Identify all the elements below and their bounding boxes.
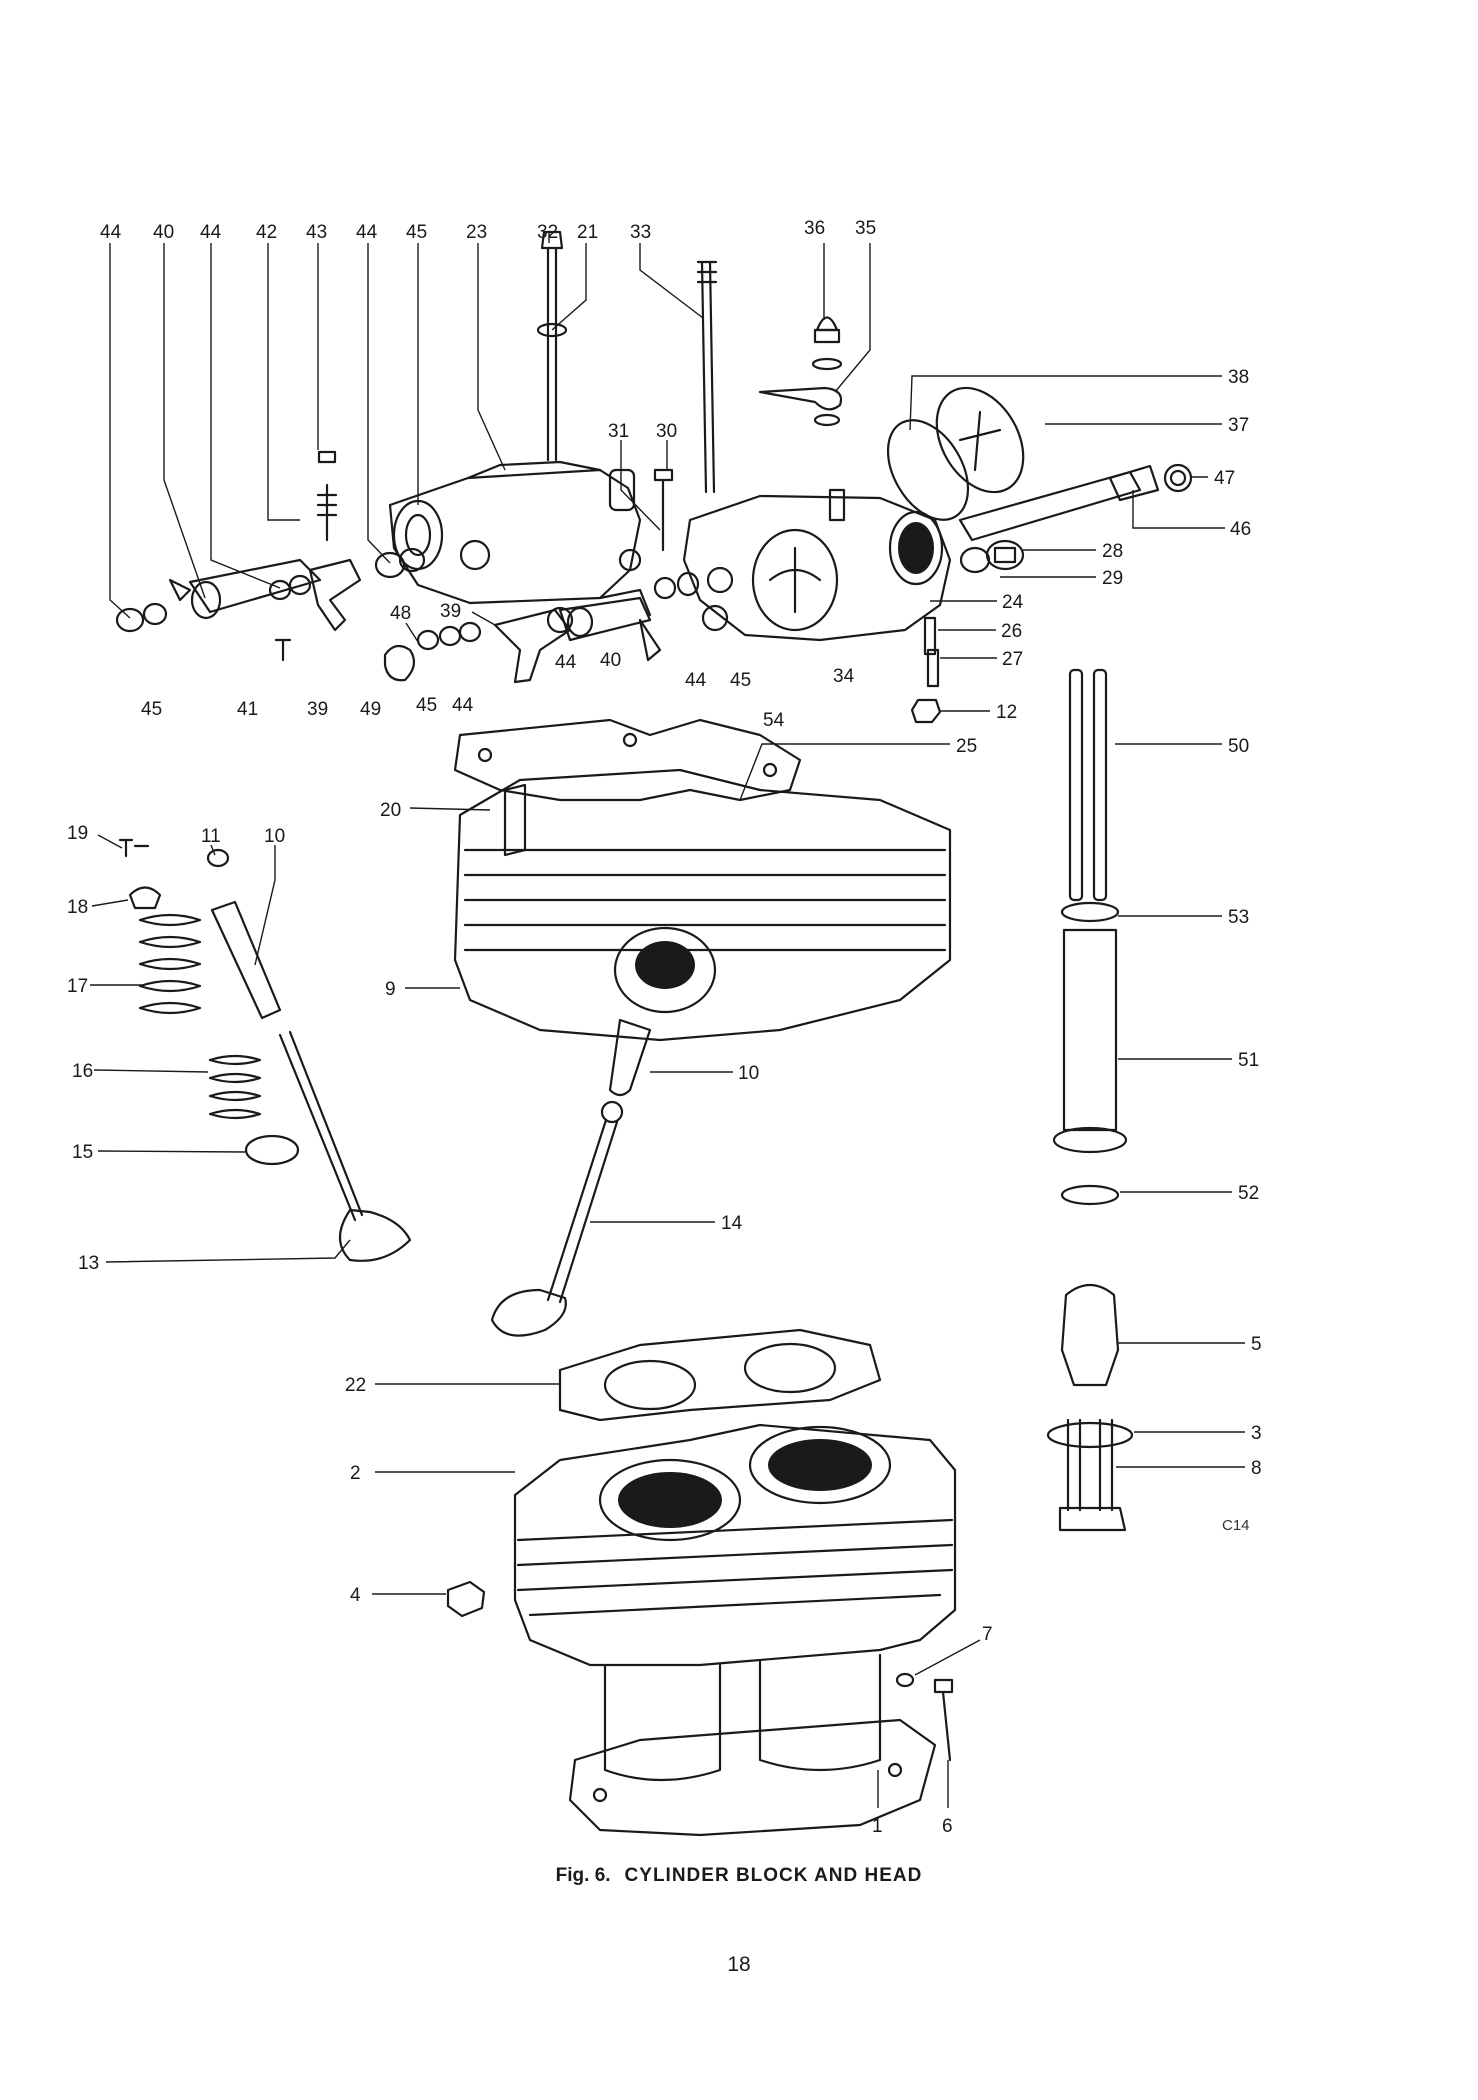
- callout-10: 10: [264, 826, 285, 847]
- valve-springs: [118, 838, 300, 1166]
- callout-46: 46: [1230, 519, 1251, 540]
- callout-28: 28: [1102, 541, 1123, 562]
- cylinder-block-2: [513, 1423, 957, 1837]
- callout-7: 7: [982, 1624, 993, 1645]
- callout-43: 43: [306, 222, 327, 243]
- callout-54: 54: [763, 710, 785, 731]
- callout-45: 45: [730, 670, 751, 691]
- callout-27: 27: [1002, 649, 1023, 670]
- callout-32: 32: [537, 222, 558, 243]
- callout-38: 38: [1228, 367, 1249, 388]
- callout-44: 44: [200, 222, 222, 243]
- callout-53: 53: [1228, 907, 1249, 928]
- cap-nut-36: [758, 316, 843, 427]
- callout-24: 24: [1002, 592, 1024, 613]
- callout-30: 30: [656, 421, 677, 442]
- callout-20: 20: [380, 800, 401, 821]
- callout-2: 2: [350, 1463, 361, 1484]
- callout-31: 31: [608, 421, 629, 442]
- callout-37: 37: [1228, 415, 1249, 436]
- callout-42: 42: [256, 222, 277, 243]
- callout-36: 36: [804, 218, 825, 239]
- callout-44: 44: [685, 670, 707, 691]
- rocker-arm-middle: [383, 571, 729, 684]
- figure-title: CYLINDER BLOCK AND HEAD: [624, 1865, 923, 1886]
- callout-51: 51: [1238, 1050, 1259, 1071]
- rocker-spindle-46: [958, 463, 1193, 542]
- callout-12: 12: [996, 702, 1017, 723]
- callout-29: 29: [1102, 568, 1123, 589]
- head-gasket-22: [558, 1328, 882, 1422]
- push-rods-50: [1068, 668, 1108, 902]
- tappet-guide-tube-51: [1052, 901, 1128, 1206]
- washers-28-29: [959, 539, 1025, 574]
- stud-33: [696, 260, 718, 494]
- callout-21: 21: [577, 222, 598, 243]
- callout-34: 34: [833, 666, 855, 687]
- callout-25: 25: [956, 736, 977, 757]
- valve-14: [490, 1100, 624, 1337]
- callout-40: 40: [153, 222, 174, 243]
- callout-44: 44: [555, 652, 577, 673]
- callout-9: 9: [385, 979, 396, 1000]
- valve-13: [278, 1030, 412, 1262]
- drawing-reference: C14: [1222, 1517, 1250, 1534]
- callout-39: 39: [440, 601, 461, 622]
- callout-44: 44: [452, 695, 474, 716]
- callout-50: 50: [1228, 736, 1249, 757]
- small-fasteners: [446, 1580, 954, 1762]
- callout-40: 40: [600, 650, 621, 671]
- callout-52: 52: [1238, 1183, 1259, 1204]
- callout-23: 23: [466, 222, 487, 243]
- figure-number: Fig. 6.: [555, 1865, 611, 1886]
- callout-1: 1: [872, 1816, 883, 1837]
- rocker-box-right: [682, 488, 952, 642]
- callout-47: 47: [1214, 468, 1235, 489]
- callout-33: 33: [630, 222, 651, 243]
- callout-44: 44: [356, 222, 378, 243]
- figure-caption: Fig. 6. CYLINDER BLOCK AND HEAD: [0, 1865, 1478, 1887]
- callout-19: 19: [67, 823, 88, 844]
- callout-22: 22: [345, 1375, 366, 1396]
- callout-5: 5: [1251, 1334, 1262, 1355]
- leader-lines: [90, 232, 1245, 1808]
- callout-17: 17: [67, 976, 88, 997]
- callout-13: 13: [78, 1253, 99, 1274]
- studs-26-27: [910, 616, 942, 724]
- callout-39: 39: [307, 699, 328, 720]
- rocker-cap-37: [886, 386, 1025, 521]
- callout-18: 18: [67, 897, 88, 918]
- callout-49: 49: [360, 699, 381, 720]
- callout-41: 41: [237, 699, 258, 720]
- rocker-box-left: [388, 460, 642, 605]
- callout-10: 10: [738, 1063, 759, 1084]
- callout-15: 15: [72, 1142, 93, 1163]
- callout-14: 14: [721, 1213, 743, 1234]
- head-bolt-32: [536, 230, 568, 462]
- callout-16: 16: [72, 1061, 93, 1082]
- callout-45: 45: [406, 222, 427, 243]
- callout-8: 8: [1251, 1458, 1262, 1479]
- rocker-gasket-25: [453, 718, 802, 802]
- callout-35: 35: [855, 218, 876, 239]
- callout-6: 6: [942, 1816, 953, 1837]
- callout-44: 44: [100, 222, 122, 243]
- callout-26: 26: [1001, 621, 1022, 642]
- rocker-arm-left: [115, 547, 426, 633]
- tappet-block-5: [1046, 1283, 1134, 1532]
- callout-48: 48: [390, 603, 411, 624]
- callout-4: 4: [350, 1585, 361, 1606]
- callout-45: 45: [416, 695, 437, 716]
- callout-11: 11: [201, 826, 221, 847]
- callout-3: 3: [1251, 1423, 1262, 1444]
- callout-numbers: 44 40 44 42 43 44 45 23 32 21 33 36 35 3…: [67, 218, 1262, 1837]
- cylinder-head-9: [453, 768, 952, 1097]
- page-number: 18: [727, 1953, 751, 1976]
- callout-45: 45: [141, 699, 162, 720]
